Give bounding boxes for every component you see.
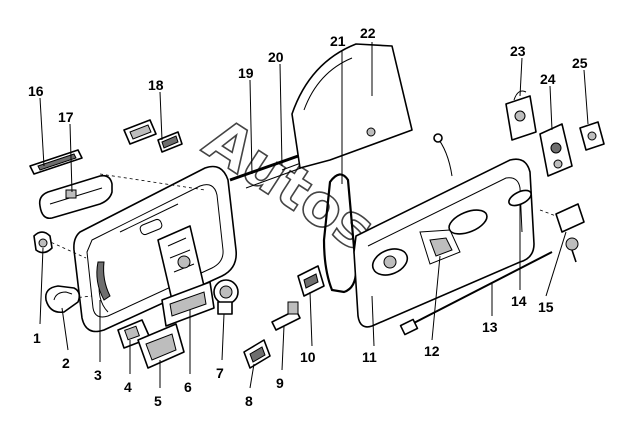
callout-labels: 1 2 3 4 5 6 7 8 9 10 11 12 13 14 15 16 1… xyxy=(28,25,588,409)
callout-24: 24 xyxy=(540,71,556,87)
part-1-clip xyxy=(33,231,53,254)
part-23-latch xyxy=(505,90,537,141)
callout-23: 23 xyxy=(510,43,526,59)
part-25-striker xyxy=(579,121,605,151)
part-24-lock-mechanism xyxy=(539,123,573,177)
callout-9: 9 xyxy=(276,375,284,391)
callout-19: 19 xyxy=(238,65,254,81)
callout-20: 20 xyxy=(268,49,284,65)
part-8-clip xyxy=(243,339,271,369)
leader-lines xyxy=(39,42,589,389)
callout-22: 22 xyxy=(360,25,376,41)
part-16-bracket xyxy=(29,149,83,175)
callout-13: 13 xyxy=(482,319,498,335)
part-9-rod-clip xyxy=(271,301,301,331)
callout-7: 7 xyxy=(216,365,224,381)
part-21-seal xyxy=(322,173,358,294)
callout-5: 5 xyxy=(154,393,162,409)
part-5-housing xyxy=(137,323,185,369)
part-22-glass xyxy=(291,43,413,169)
part-14-handle xyxy=(508,189,532,207)
callout-4: 4 xyxy=(124,379,132,395)
callout-2: 2 xyxy=(62,355,70,371)
callout-21: 21 xyxy=(330,33,346,49)
callout-16: 16 xyxy=(28,83,44,99)
part-17-armrest xyxy=(38,174,113,220)
callout-10: 10 xyxy=(300,349,316,365)
part-2-handle xyxy=(44,285,81,314)
part-7-cylinder xyxy=(213,279,239,315)
part-6-regulator xyxy=(157,225,215,327)
part-18-switch xyxy=(123,119,183,153)
callout-25: 25 xyxy=(572,55,588,71)
callout-6: 6 xyxy=(184,379,192,395)
part-15-lock xyxy=(539,203,585,263)
callout-1: 1 xyxy=(33,330,41,346)
callout-18: 18 xyxy=(148,77,164,93)
callout-14: 14 xyxy=(511,293,527,309)
callout-11: 11 xyxy=(362,349,377,365)
door-trim-panel xyxy=(73,165,238,333)
callout-3: 3 xyxy=(94,367,102,383)
part-13-rod xyxy=(399,251,553,336)
callout-12: 12 xyxy=(424,343,440,359)
callout-8: 8 xyxy=(245,393,253,409)
callout-15: 15 xyxy=(538,299,554,315)
part-10-catch xyxy=(297,265,325,297)
part-11-door-shell xyxy=(353,133,535,328)
callout-17: 17 xyxy=(58,109,74,125)
